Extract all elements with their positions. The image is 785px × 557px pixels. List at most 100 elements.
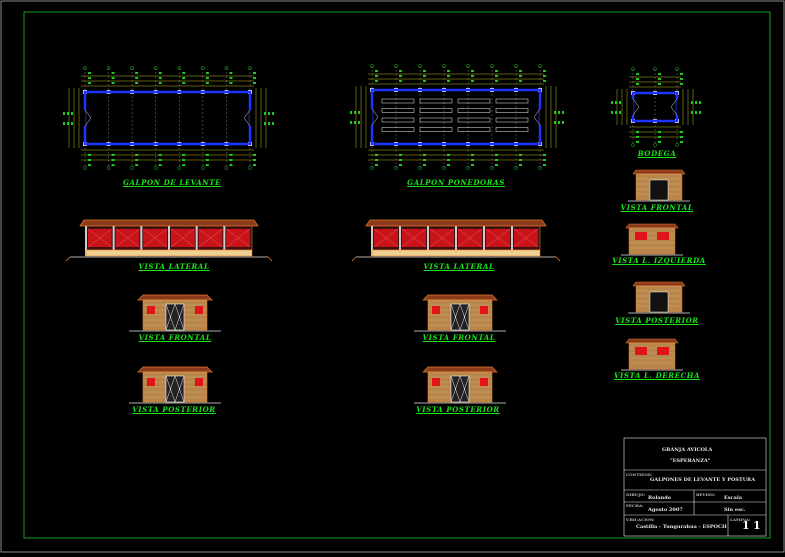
window xyxy=(432,378,440,386)
dim-text xyxy=(67,122,69,125)
dim-text xyxy=(375,164,378,166)
dim-text xyxy=(543,70,546,72)
ponedoras-lateral xyxy=(351,219,561,262)
opening xyxy=(649,291,669,313)
sheet-content: GALPONES DE LEVANTE Y POSTURA xyxy=(650,477,756,483)
dim-text xyxy=(354,111,356,114)
ramp xyxy=(555,256,561,262)
window xyxy=(195,378,203,386)
dim-text xyxy=(399,80,402,82)
plan-bodega xyxy=(611,67,701,147)
dim-text xyxy=(88,82,91,84)
axis-bubble xyxy=(248,66,252,70)
dim-text xyxy=(543,75,546,77)
axis-bubble xyxy=(466,64,470,68)
dim-text xyxy=(471,159,474,161)
post xyxy=(455,226,457,256)
ponedoras-posterior-title: VISTA POSTERIOR xyxy=(416,405,500,414)
axis-bubble xyxy=(130,66,134,70)
sheet-location: Castilla - Tungurahua - ESPOCH xyxy=(636,524,727,530)
dim-text xyxy=(495,80,498,82)
roof xyxy=(632,281,686,287)
dim-text xyxy=(636,73,639,75)
dim-text xyxy=(358,111,360,114)
dim-text xyxy=(519,70,522,72)
roof xyxy=(625,223,679,229)
dim-text xyxy=(562,111,564,114)
dim-text xyxy=(423,70,426,72)
axis-bubble xyxy=(370,166,374,170)
door-brace xyxy=(450,303,470,331)
post xyxy=(427,226,429,256)
dim-text xyxy=(471,75,474,77)
door-swing xyxy=(371,108,379,126)
ponedoras-frontal xyxy=(414,294,506,332)
label-content: CONTIENE: xyxy=(626,472,653,477)
nest-row xyxy=(495,108,529,113)
bodega-izquierda xyxy=(621,223,683,256)
dim-text xyxy=(495,154,498,156)
roof xyxy=(625,338,679,344)
axis-bubble xyxy=(201,66,205,70)
post xyxy=(511,226,513,256)
dim-text xyxy=(447,75,450,77)
dim-text xyxy=(543,159,546,161)
dim-text xyxy=(229,154,233,156)
levante-lateral-title: VISTA LATERAL xyxy=(138,262,210,271)
roof xyxy=(79,219,259,227)
post xyxy=(140,226,143,256)
mesh-hatch xyxy=(143,228,168,248)
nest-row xyxy=(495,127,529,132)
dim-text xyxy=(423,80,426,82)
dim-text xyxy=(111,164,115,166)
dim-text xyxy=(264,112,266,115)
dim-text xyxy=(205,164,209,166)
dim-text xyxy=(658,78,661,80)
axis-bubble xyxy=(394,166,398,170)
floor-plans xyxy=(63,64,701,170)
mesh-hatch xyxy=(115,228,140,248)
door xyxy=(450,303,470,331)
window xyxy=(635,347,647,355)
dim-text xyxy=(636,131,639,133)
roof xyxy=(422,294,498,301)
dim-text xyxy=(229,72,233,74)
dim-text xyxy=(636,141,639,143)
mesh-hatch xyxy=(485,228,511,248)
dim-text xyxy=(205,72,209,74)
scale-value: Sin esc. xyxy=(724,507,746,513)
axis-bubble xyxy=(631,143,635,147)
axis-bubble xyxy=(442,64,446,68)
dim-text xyxy=(205,82,209,84)
bodega-posterior xyxy=(628,281,690,314)
plan-title-ponedoras: GALPON PONEDORAS xyxy=(407,178,505,187)
dim-text xyxy=(229,164,233,166)
dim-text xyxy=(611,101,613,104)
axis-bubble xyxy=(418,64,422,68)
dim-text xyxy=(699,111,701,114)
dim-text xyxy=(699,101,701,104)
nest-row xyxy=(381,117,415,123)
door xyxy=(165,375,185,403)
dim-text xyxy=(135,164,139,166)
dim-text xyxy=(67,112,69,115)
mesh-hatch xyxy=(170,228,195,248)
nest-row xyxy=(419,108,453,113)
dim-text xyxy=(554,111,556,114)
dim-text xyxy=(111,159,115,161)
axis-bubble xyxy=(394,64,398,68)
sheet-total: 1 xyxy=(753,519,761,532)
dim-text xyxy=(111,82,115,84)
inner-border xyxy=(23,11,771,539)
dim-text xyxy=(182,159,186,161)
axis-bubble xyxy=(490,64,494,68)
dim-text xyxy=(375,80,378,82)
dim-text xyxy=(519,80,522,82)
dim-text xyxy=(358,121,360,124)
dim-text xyxy=(182,72,186,74)
base-wall xyxy=(371,249,541,257)
dim-text xyxy=(205,159,209,161)
dim-text xyxy=(272,112,274,115)
window xyxy=(480,378,488,386)
